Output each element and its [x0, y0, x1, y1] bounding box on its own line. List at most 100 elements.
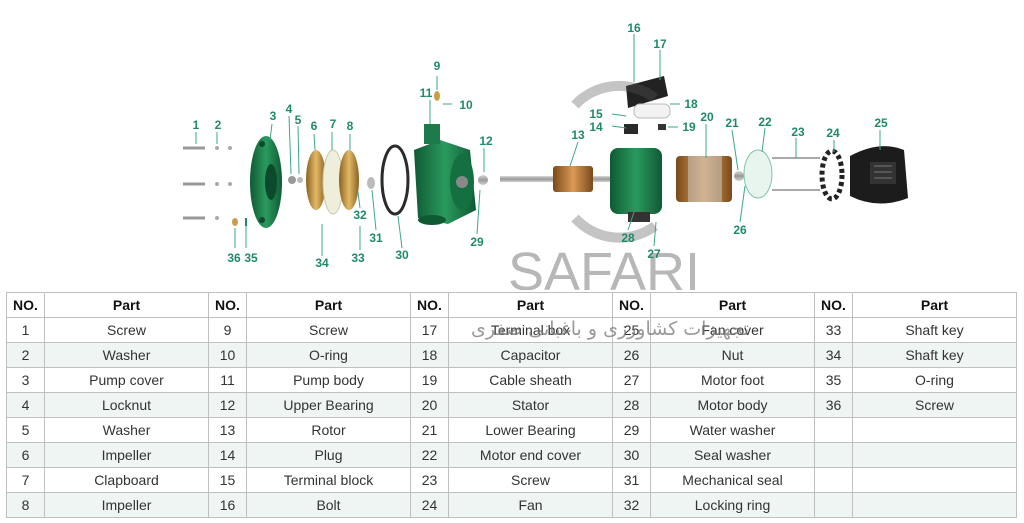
rotor: [500, 166, 620, 192]
exploded-pump-diagram: SAFARI: [183, 21, 908, 290]
part-number-cell: 13: [208, 417, 247, 443]
part-number-cell: 22: [410, 442, 449, 468]
washer: [297, 177, 303, 183]
callout-32: 32: [353, 208, 367, 222]
callout-24: 24: [826, 126, 840, 140]
part-name-cell: Upper Bearing: [246, 392, 411, 418]
impeller-parts: [306, 149, 375, 215]
part-name-cell: Stator: [448, 392, 613, 418]
part-number-cell: 24: [410, 492, 449, 518]
part-name-cell: Washer: [44, 342, 209, 368]
part-number-cell: [814, 442, 853, 468]
callout-29: 29: [470, 235, 484, 249]
part-name-cell: Capacitor: [448, 342, 613, 368]
callout-30: 30: [395, 248, 409, 262]
callout-20: 20: [700, 110, 714, 124]
part-number-cell: [814, 417, 853, 443]
parts-table: NO. Part NO. Part NO. Part NO. Part NO. …: [6, 292, 1017, 518]
part-number-cell: 27: [612, 367, 651, 393]
part-name-cell: Screw: [246, 317, 411, 343]
part-name-cell: Screw: [448, 467, 613, 493]
part-number-cell: 14: [208, 442, 247, 468]
callout-12: 12: [479, 134, 493, 148]
part-number-cell: 33: [814, 317, 853, 343]
motor-body: [610, 148, 662, 222]
stator: [676, 156, 732, 202]
seal-washer: [380, 144, 410, 216]
part-number-cell: 8: [6, 492, 45, 518]
part-number-cell: 36: [814, 392, 853, 418]
part-name-cell: Water washer: [650, 417, 815, 443]
callout-13: 13: [571, 128, 585, 142]
part-number-cell: [814, 467, 853, 493]
callout-31: 31: [369, 231, 383, 245]
callout-27: 27: [647, 247, 661, 261]
part-name-cell: Lower Bearing: [448, 417, 613, 443]
part-name-cell: Rotor: [246, 417, 411, 443]
part-name-cell: Motor body: [650, 392, 815, 418]
part-name-cell: Impeller: [44, 492, 209, 518]
part-number-cell: 9: [208, 317, 247, 343]
part-number-cell: 4: [6, 392, 45, 418]
header-part: Part: [448, 292, 613, 318]
part-number-cell: 15: [208, 467, 247, 493]
callout-4: 4: [286, 102, 293, 116]
part-name-cell: Cable sheath: [448, 367, 613, 393]
header-no: NO.: [814, 292, 853, 318]
callout-33: 33: [351, 251, 365, 265]
callout-2: 2: [215, 118, 222, 132]
part-number-cell: 7: [6, 467, 45, 493]
part-number-cell: 2: [6, 342, 45, 368]
callout-36: 36: [227, 251, 241, 265]
callout-1: 1: [193, 118, 200, 132]
part-number-cell: 30: [612, 442, 651, 468]
part-name-cell: [852, 467, 1017, 493]
callout-35: 35: [244, 251, 258, 265]
part-name-cell: Motor end cover: [448, 442, 613, 468]
part-name-cell: Plug: [246, 442, 411, 468]
callout-5: 5: [295, 113, 302, 127]
callout-8: 8: [347, 119, 354, 133]
part-number-cell: 19: [410, 367, 449, 393]
part-name-cell: Mechanical seal: [650, 467, 815, 493]
part-name-cell: Shaft key: [852, 342, 1017, 368]
fan: [819, 148, 845, 202]
part-name-cell: Screw: [44, 317, 209, 343]
header-part: Part: [852, 292, 1017, 318]
part-number-cell: 34: [814, 342, 853, 368]
table-header-row: NO. Part NO. Part NO. Part NO. Part NO. …: [6, 292, 1017, 318]
callout-25: 25: [874, 116, 888, 130]
part-name-cell: [852, 492, 1017, 518]
part-name-cell: Clapboard: [44, 467, 209, 493]
watermark-tagline: تجهیزات کشاورزی و باغبانی صفری: [471, 318, 749, 340]
fan-cover: [850, 146, 908, 204]
part-name-cell: Bolt: [246, 492, 411, 518]
part-name-cell: Terminal block: [246, 467, 411, 493]
part-number-cell: 26: [612, 342, 651, 368]
callout-10: 10: [459, 98, 473, 112]
part-number-cell: 17: [410, 317, 449, 343]
locknut: [288, 176, 296, 184]
lower-bearing: [734, 171, 744, 181]
upper-bearing: [478, 175, 488, 185]
callout-23: 23: [791, 125, 805, 139]
part-number-cell: 35: [814, 367, 853, 393]
callout-21: 21: [725, 116, 739, 130]
part-name-cell: Shaft key: [852, 317, 1017, 343]
pump-body: [414, 124, 476, 225]
header-part: Part: [650, 292, 815, 318]
part-name-cell: Locking ring: [650, 492, 815, 518]
screw-parts: [183, 146, 247, 226]
callout-6: 6: [311, 119, 318, 133]
part-name-cell: Washer: [44, 417, 209, 443]
header-no: NO.: [612, 292, 651, 318]
part-name-cell: Locknut: [44, 392, 209, 418]
callout-9: 9: [434, 59, 441, 73]
watermark-brand: SAFARI: [508, 242, 700, 290]
part-name-cell: Screw: [852, 392, 1017, 418]
